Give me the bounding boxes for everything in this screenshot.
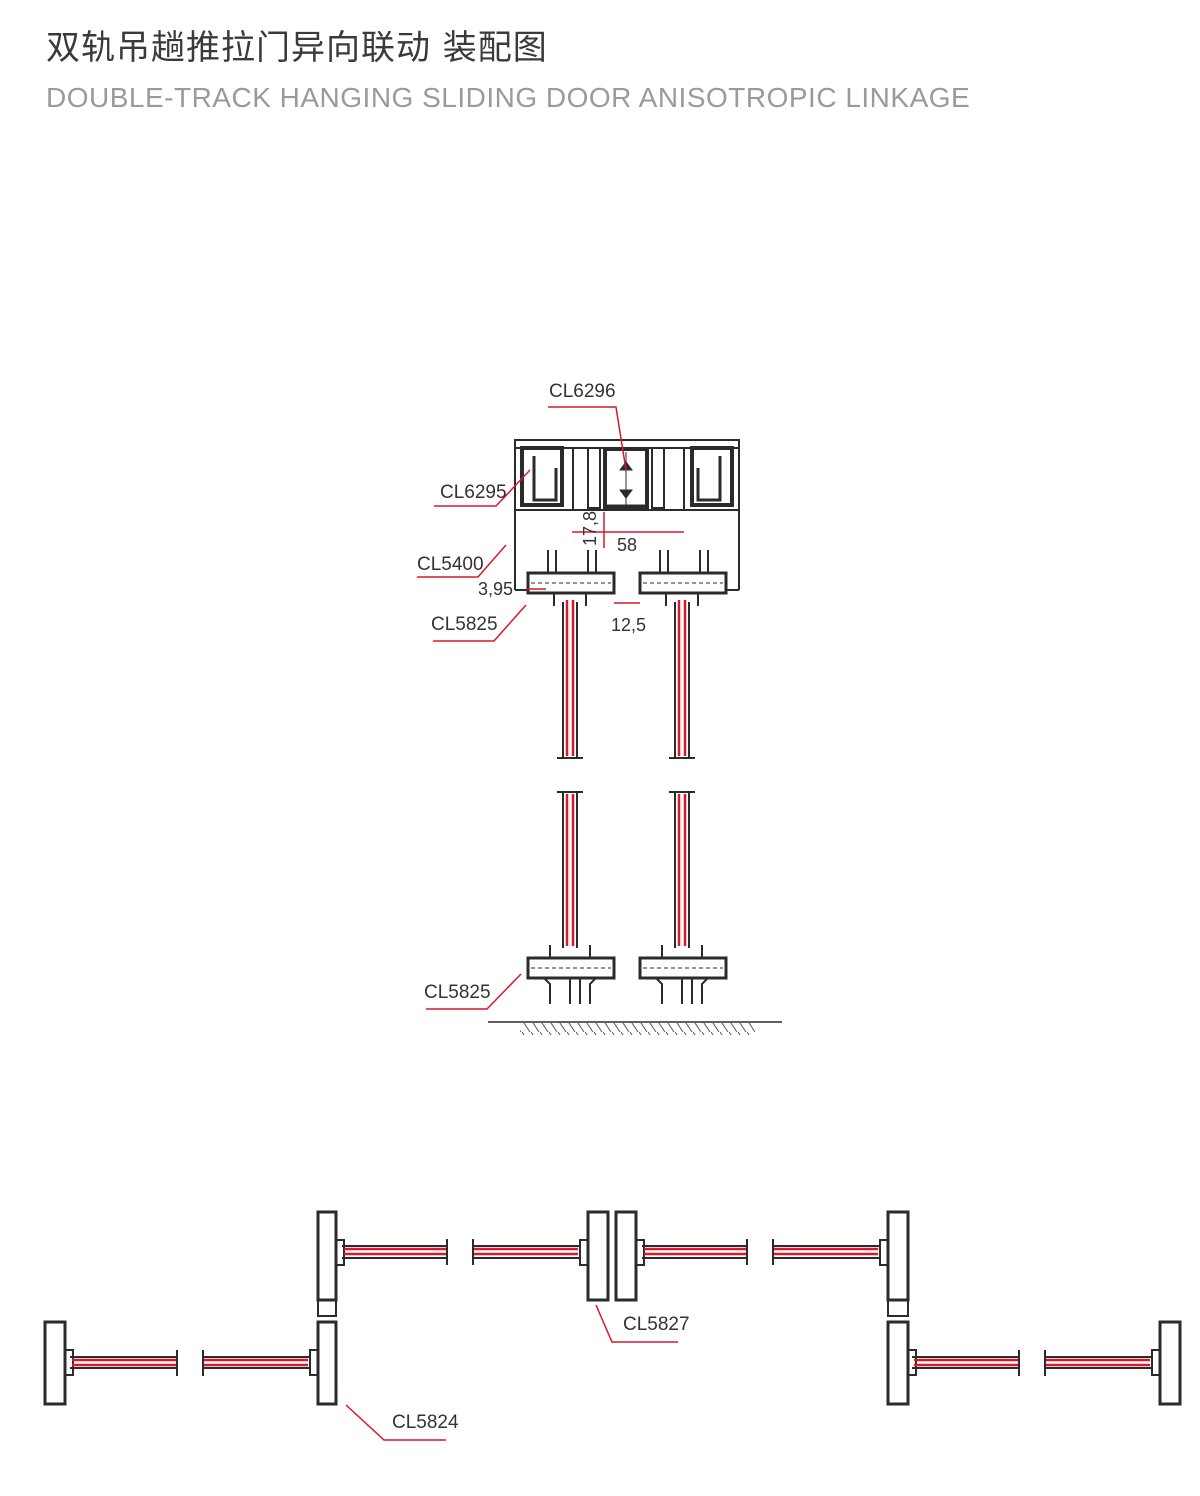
upper-sash-left — [526, 571, 616, 606]
dim-offset: 3,95 — [478, 579, 513, 599]
label-side-frame: CL6295 — [440, 482, 507, 503]
lower-sash-left — [526, 945, 616, 1004]
plan-door-top-1 — [342, 1210, 610, 1302]
glass-right — [669, 600, 695, 948]
dim-sash-gap: 12,5 — [611, 615, 646, 635]
plan-door-top-2 — [642, 1210, 910, 1317]
lower-sash-right — [638, 945, 728, 1004]
floor-line — [488, 1021, 782, 1035]
dimension-lines — [526, 512, 684, 604]
page-subtitle: DOUBLE-TRACK HANGING SLIDING DOOR ANISOT… — [46, 82, 971, 113]
label-top-frame: CL6296 — [549, 381, 616, 402]
label-main-frame: CL5400 — [417, 554, 484, 575]
plan-view — [43, 1210, 1182, 1441]
plan-interlock-center — [614, 1210, 645, 1302]
dim-track-spacing: 58 — [617, 535, 637, 555]
plan-door-bottom-right — [886, 1320, 1182, 1406]
plan-interlock-left — [316, 1210, 345, 1317]
label-lower-sash: CL5825 — [424, 982, 491, 1003]
glass-left — [557, 600, 583, 948]
dim-gap-height: 17,8 — [580, 511, 600, 546]
leader-lines — [417, 406, 627, 1010]
upper-sash-right — [638, 571, 728, 606]
label-interlock-left: CL5824 — [392, 1412, 459, 1433]
main-frame-profile — [514, 510, 740, 591]
plan-leader-lines — [345, 1304, 678, 1441]
plan-door-bottom-left — [43, 1320, 338, 1406]
label-interlock-center: CL5827 — [623, 1314, 690, 1335]
section-view — [417, 406, 782, 1035]
label-upper-sash: CL5825 — [431, 614, 498, 635]
top-frame-profile — [514, 439, 740, 511]
page-title: 双轨吊趟推拉门异向联动 装配图 — [46, 28, 548, 68]
